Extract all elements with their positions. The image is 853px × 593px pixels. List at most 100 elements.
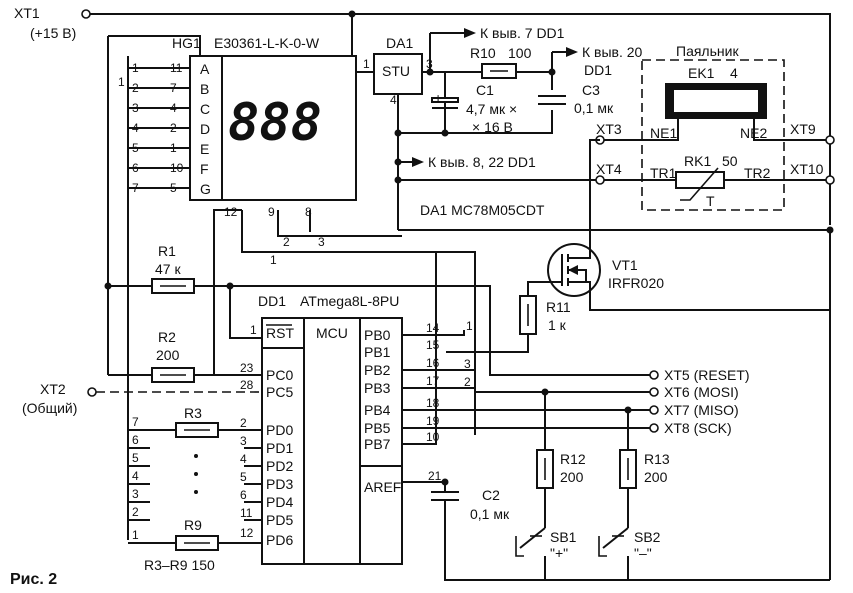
r11-value: 1 к <box>548 317 567 333</box>
mcu-port-pd2: PD2 <box>266 458 293 474</box>
isp-terminals: XT5 (RESET) XT6 (MOSI) XT7 (MISO) XT8 (S… <box>649 367 750 436</box>
mcu-pin: 4 <box>240 452 247 466</box>
hg1-under-pin-2: 2 <box>283 235 290 249</box>
r11-ref: R11 <box>546 299 571 315</box>
heater-terminals: XT3 XT4 XT9 XT10 <box>595 121 835 185</box>
r10-value: 100 <box>508 45 532 61</box>
xt10-label: XT10 <box>790 161 824 177</box>
c3-value: 0,1 мк <box>574 100 614 116</box>
resistor-r1: R1 47 к <box>108 243 650 376</box>
rk1-ref: RK1 <box>684 153 711 169</box>
soldering-iron-block: Паяльник EK1 4 NE1 NE2 RK1 50 TR1 TR2 T <box>600 43 830 211</box>
hg1-seg-f: F <box>200 161 209 177</box>
mcu-pin: 16 <box>426 356 440 370</box>
resistor-r11: R11 1 к <box>446 295 571 353</box>
mcu-pin: 15 <box>426 338 440 352</box>
pb-wire-3: 3 <box>464 357 471 371</box>
hg1-common-1: 1 <box>118 75 125 89</box>
c1-ref: C1 <box>476 82 494 98</box>
terminal-xt2: XT2 (Общий) <box>22 381 260 416</box>
mcu-pin: 11 <box>240 506 253 520</box>
c1-value2: × 16 В <box>472 119 513 135</box>
r9-ref: R9 <box>184 517 202 533</box>
da1-pin-out: 3 <box>426 57 433 71</box>
sb1-label: "+" <box>550 545 568 561</box>
r10-ref: R10 <box>470 45 496 61</box>
xt2-label: XT2 <box>40 381 66 397</box>
pd-wire-num: 6 <box>132 433 139 447</box>
resistor-ellipsis <box>194 454 198 494</box>
xt9-label: XT9 <box>790 121 816 137</box>
mcu-rst-pin: 1 <box>250 323 257 337</box>
mcu-pin: 14 <box>426 321 440 335</box>
sb1-ref: SB1 <box>550 529 577 545</box>
c3-ref: C3 <box>582 82 600 98</box>
mcu-pin: 2 <box>240 416 247 430</box>
capacitor-c1: + C1 4,7 мк × × 16 В <box>431 72 517 135</box>
mcu-port-pb7: PB7 <box>364 436 391 452</box>
hg1-left-pin: 2 <box>132 81 139 95</box>
hg1-bottom-pin: 9 <box>268 205 275 219</box>
pd-wire-num: 1 <box>132 528 139 542</box>
ne1-label: NE1 <box>650 125 677 141</box>
hg1-under-pin-1: 1 <box>270 253 277 267</box>
hg1-left-pin: 5 <box>132 141 139 155</box>
mcu-pin: 5 <box>240 470 247 484</box>
hg1-left-pin: 3 <box>132 101 139 115</box>
hg1-left-pin: 4 <box>132 121 139 135</box>
capacitor-c3: C3 0,1 мк <box>538 82 614 116</box>
hg1-bottom-pin: 12 <box>224 205 238 219</box>
mcu-port-pb1: PB1 <box>364 344 391 360</box>
mcu-pin: 17 <box>426 374 440 388</box>
hg1-seg-c: C <box>200 101 210 117</box>
mcu-port-pd1: PD1 <box>266 440 293 456</box>
hg1-seg-d: D <box>200 121 210 137</box>
da1-part-line: DA1 MC78M05CDT <box>420 202 545 218</box>
sb2-ref: SB2 <box>634 529 661 545</box>
hg1-left-pin: 1 <box>132 61 139 75</box>
pb-wire-1: 1 <box>466 319 473 333</box>
r2-value: 200 <box>156 347 180 363</box>
ek1-value: 4 <box>730 65 738 81</box>
hg1-seg-g: G <box>200 181 211 197</box>
xt7-label: XT7 (MISO) <box>664 402 739 418</box>
mcu-aref: AREF <box>364 479 401 495</box>
mcu-pin: 10 <box>426 430 440 444</box>
ne2-label: NE2 <box>740 125 767 141</box>
r3-ref: R3 <box>184 405 202 421</box>
heater-title: Паяльник <box>676 43 739 59</box>
hg1-left-pin: 6 <box>132 161 139 175</box>
xt1-note: (+15 В) <box>30 25 76 41</box>
xt3-label: XT3 <box>596 121 622 137</box>
mcu-port-pc0: PC0 <box>266 367 293 383</box>
c2-value: 0,1 мк <box>470 506 510 522</box>
pd-wire-num: 4 <box>132 469 139 483</box>
r1-value: 47 к <box>155 261 181 277</box>
mcu-rst: RST <box>266 325 294 341</box>
c1-plus: + <box>434 90 442 106</box>
r2-ref: R2 <box>158 329 176 345</box>
hg1-seg-b: B <box>200 81 209 97</box>
c1-value: 4,7 мк × <box>466 101 517 117</box>
vt1-ref: VT1 <box>612 257 638 273</box>
mcu-port-pb4: PB4 <box>364 402 391 418</box>
mcu-port-pd5: PD5 <box>266 512 293 528</box>
hg1-bottom-wiring: 1 2 3 <box>241 210 476 435</box>
sb2-label: "–" <box>634 545 652 561</box>
r13-ref: R13 <box>644 451 670 467</box>
mcu-core: MCU <box>316 325 348 341</box>
mcu-part: ATmega8L-8PU <box>300 293 399 309</box>
pb-wiring: 1 3 2 <box>402 252 650 445</box>
switch-sb2: SB2 "–" <box>598 520 661 580</box>
r12-value: 200 <box>560 469 584 485</box>
mcu-pin: 28 <box>240 378 254 392</box>
xt2-note: (Общий) <box>22 400 77 416</box>
resistor-r3: R3 <box>175 405 219 438</box>
r3-r9-note: R3–R9 150 <box>144 557 215 573</box>
hg1-seg-e: E <box>200 141 209 157</box>
c2-ref: C2 <box>482 487 500 503</box>
r13-value: 200 <box>644 469 668 485</box>
